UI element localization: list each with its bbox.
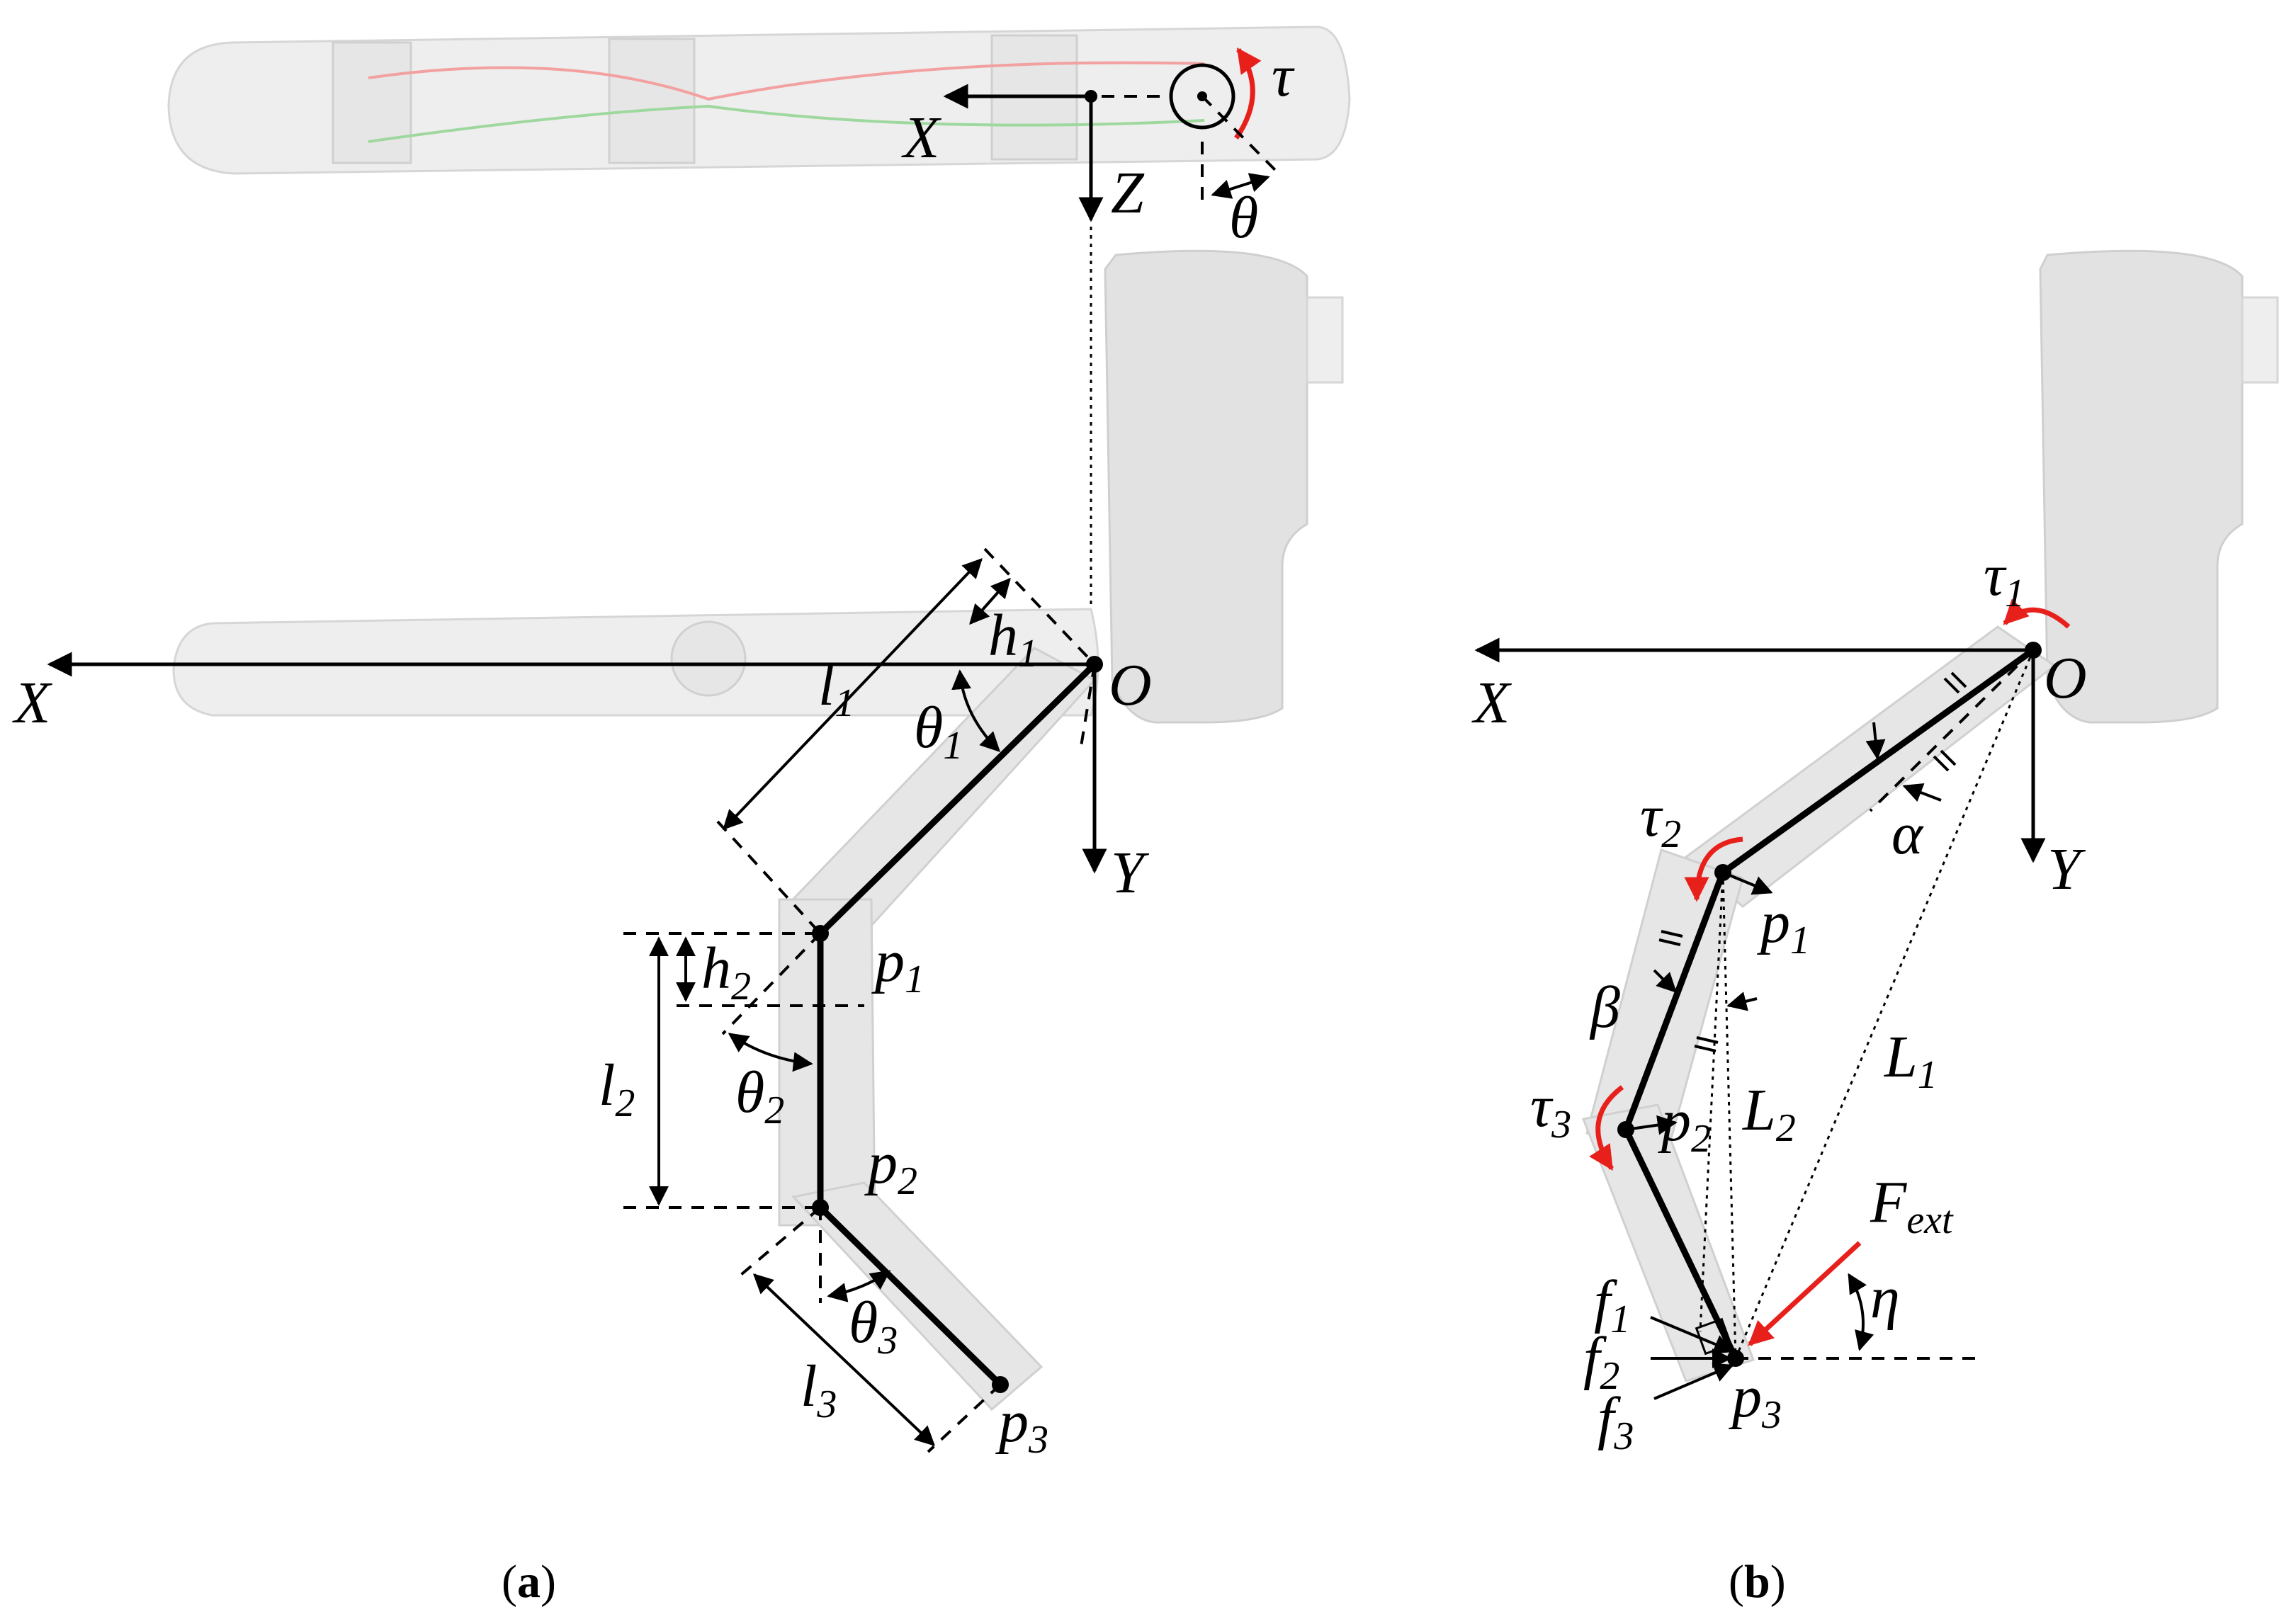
Fext-label: Fext [1870,1169,1954,1242]
theta3-arc [827,1270,891,1302]
caption-b: (b) [1729,1556,1786,1608]
l2-label: l2 [599,1052,635,1125]
top-origin-dot [1085,90,1097,103]
f3-arrow [1653,1363,1734,1400]
origin-dot-b [2025,642,2042,659]
origin-label-b: O [2044,645,2087,711]
top-z-label: Z [1111,160,1145,226]
top-tau-label: τ [1272,43,1295,109]
p3-label-a: p3 [995,1389,1048,1462]
caption-a: (a) [502,1556,556,1608]
h1-ref [1079,664,1096,751]
origin-label-a: O [1109,652,1152,718]
top-joint-circle [1169,63,1235,130]
theta1-label: θ1 [914,695,963,768]
h2-label: h2 [701,936,751,1009]
joint-p1-b [1714,864,1731,881]
top-angle-dash [1201,95,1277,171]
theta2-arc [728,1033,813,1072]
x-label-b: X [1471,670,1512,736]
l1-dimension [723,557,983,831]
top-torque-arrow [1234,47,1262,140]
housing-clip-a [1306,296,1344,384]
tick-7 [1696,1036,1719,1044]
p3-label-b: p3 [1729,1364,1782,1437]
L2-label: L2 [1742,1077,1796,1150]
tendon-red [368,61,1205,101]
tick-2 [1943,677,1960,694]
tau1-label: τ1 [1984,542,2025,615]
joint-p2-b [1617,1121,1634,1138]
tau2-label: τ2 [1640,783,1681,856]
eta-arc [1848,1273,1874,1351]
l3-label: l3 [801,1353,837,1426]
f1-arrow [1650,1316,1734,1354]
tick-3 [1940,749,1957,766]
tau3-label: τ3 [1530,1074,1571,1147]
L1-line [1734,649,2035,1359]
tick-8 [1694,1045,1717,1052]
panel-b: X O Y τ1 τ2 τ3 α β p1 p2 p3 L1 L2 Fext η… [1471,249,2279,1458]
finger-hole [670,620,747,697]
beta-label: β [1589,975,1620,1040]
h1-label: h1 [988,603,1038,676]
beta-arrow-2 [1726,992,1758,1011]
l3-ext-top [735,1206,822,1280]
tick-6 [1658,938,1681,946]
theta1-arc [951,669,1000,752]
extended-finger [172,608,1099,717]
beta-arrow-1 [1653,969,1677,993]
kinematic-chain-b [1622,647,2037,1362]
alpha-label: α [1891,801,1924,867]
palm-housing-b [2039,249,2244,724]
tau1-arrow [2003,598,2071,629]
p1-arrow-b [1722,871,1773,895]
tau3-arrow [1589,1085,1624,1171]
h1-dimension [969,577,1011,625]
y-label-b: Y [2047,836,2086,902]
tip-p3-b [1727,1350,1744,1367]
palm-housing-a [1104,249,1308,724]
side-y-label-a: Y [1111,840,1150,906]
theta2-ref [721,932,822,1035]
alpha-arrow-2 [1902,783,1942,802]
top-joint-2 [608,38,696,164]
l3-ext-bottom [927,1383,1002,1453]
top-x-label: X [901,105,942,171]
tendon-green [368,104,1205,143]
alpha-ref [1869,649,2035,812]
tick-5 [1661,930,1683,938]
side-x-label-a: X [12,670,53,736]
external-force-arrow [1748,1241,1862,1346]
tau2-arrow [1684,836,1743,902]
l1-label: l1 [818,652,854,725]
l3-dimension [752,1273,936,1446]
top-view: X Z τ θ [167,25,1351,251]
p1-label-b: p1 [1757,890,1810,962]
eta-label: η [1870,1265,1900,1331]
top-joint-1 [332,41,412,164]
l1-ext-top [983,547,1096,666]
tick-1 [1950,671,1967,688]
top-angle-arc [1211,173,1270,199]
alpha-arrow-1 [1865,722,1886,760]
p1-label-a: p1 [871,928,924,1001]
theta3-label: θ3 [849,1290,898,1363]
theta2-label: θ2 [735,1060,784,1132]
L1-label: L1 [1884,1024,1938,1097]
housing-clip-b [2241,296,2279,384]
p2-label-b: p2 [1658,1088,1711,1161]
L2-aux-line [1699,872,1724,1332]
tick-4 [1933,755,1950,772]
f1-label: f1 [1594,1268,1630,1341]
f3-label: f3 [1597,1385,1634,1458]
top-theta-label: θ [1229,185,1258,251]
p2-label-a: p2 [864,1130,917,1203]
side-view-a: X O Y l1 h1 θ1 p1 h2 l2 θ2 p2 θ3 l3 p3 [12,249,1344,1462]
l1-ext-bottom [716,820,822,935]
